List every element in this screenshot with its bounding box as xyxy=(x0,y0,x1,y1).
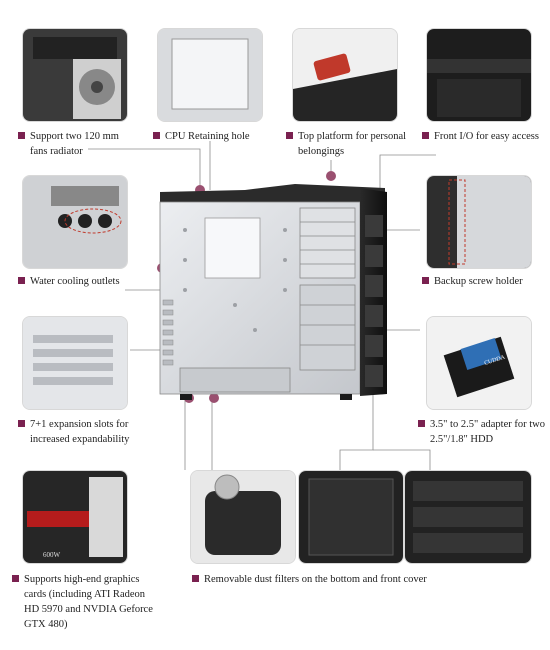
callout-dot-top xyxy=(326,171,336,181)
bullet-marker xyxy=(422,132,429,139)
caption-dust-filters: Removable dust filters on the bottom and… xyxy=(192,572,427,587)
backup-screw-photo xyxy=(426,175,532,269)
caption-backup-screw: Backup screw holder xyxy=(422,274,523,289)
graphics-card-photo: 600W xyxy=(22,470,128,564)
bullet-marker xyxy=(192,575,199,582)
psu-watts-label: 600W xyxy=(43,551,61,559)
bullet-marker xyxy=(418,420,425,427)
top-platform-photo xyxy=(292,28,398,122)
bottom-filter-photo xyxy=(190,470,296,564)
case-illustration xyxy=(155,180,390,402)
hdd-adapter-photo: CUDDA xyxy=(426,316,532,410)
bullet-marker xyxy=(286,132,293,139)
water-cooling-photo xyxy=(22,175,128,269)
bullet-marker xyxy=(18,277,25,284)
leader-fans xyxy=(88,148,201,190)
bullet-marker xyxy=(422,277,429,284)
front-filter-photo-2 xyxy=(404,470,532,564)
caption-front-io: Front I/O for easy access xyxy=(422,129,539,144)
front-filter-photo-1 xyxy=(298,470,404,564)
expansion-slots-photo xyxy=(22,316,128,410)
leader-front-io xyxy=(379,154,436,196)
callout-dot-dust xyxy=(209,393,219,403)
bullet-marker xyxy=(18,132,25,139)
caption-graphics-cards: Supports high-end graphics cards (includ… xyxy=(12,572,153,632)
front-io-photo xyxy=(426,28,532,122)
caption-expansion-slots: 7+1 expansion slots for increased expand… xyxy=(18,417,129,447)
caption-hdd-adapter: 3.5" to 2.5" adapter for two 2.5"/1.8" H… xyxy=(418,417,545,447)
caption-fans-radiator: Support two 120 mm fans radiator xyxy=(18,129,119,159)
bullet-marker xyxy=(12,575,19,582)
bullet-marker xyxy=(153,132,160,139)
bullet-marker xyxy=(18,420,25,427)
fans-radiator-photo xyxy=(22,28,128,122)
caption-cpu-hole: CPU Retaining hole xyxy=(153,129,250,144)
caption-water-cooling: Water cooling outlets xyxy=(18,274,120,289)
caption-top-platform: Top platform for personal belongings xyxy=(286,129,406,159)
cpu-hole-photo xyxy=(157,28,263,122)
